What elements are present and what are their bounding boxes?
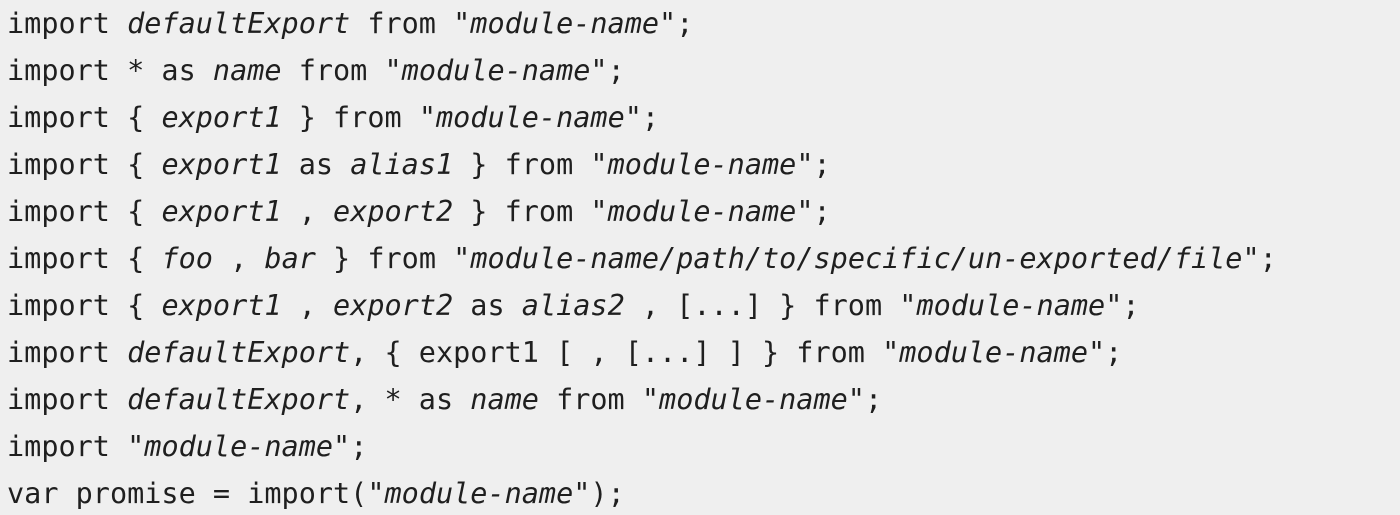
code-line-3: import { export1 } from "module-name"; bbox=[7, 94, 1400, 141]
code-token: "; bbox=[796, 148, 831, 181]
code-line-4: import { export1 as alias1 } from "modul… bbox=[7, 141, 1400, 188]
code-token: export2 bbox=[333, 289, 454, 322]
code-token: defaultExport bbox=[127, 7, 351, 40]
code-token: module-name bbox=[470, 7, 660, 40]
code-token: module-name bbox=[384, 477, 574, 510]
code-token: "; bbox=[333, 430, 368, 463]
code-token: "; bbox=[1242, 242, 1277, 275]
code-token: import { bbox=[7, 242, 162, 275]
code-line-11: var promise = import("module-name"); bbox=[7, 470, 1400, 515]
code-token: import { bbox=[7, 195, 162, 228]
code-line-7: import { export1 , export2 as alias2 , [… bbox=[7, 282, 1400, 329]
code-line-9: import defaultExport, * as name from "mo… bbox=[7, 376, 1400, 423]
code-token: import { bbox=[7, 289, 162, 322]
code-token: } from " bbox=[315, 242, 471, 275]
code-token: import { bbox=[7, 148, 162, 181]
code-token: from " bbox=[538, 383, 660, 416]
code-token: var promise = import(" bbox=[7, 477, 385, 510]
code-token: as bbox=[453, 289, 522, 322]
code-token: "; bbox=[624, 101, 660, 134]
code-token: bar bbox=[264, 242, 316, 275]
code-token: "; bbox=[590, 54, 625, 87]
code-token: export1 bbox=[161, 195, 282, 228]
code-line-2: import * as name from "module-name"; bbox=[7, 47, 1400, 94]
code-token: module-name bbox=[435, 101, 625, 134]
code-token: name bbox=[470, 383, 539, 416]
code-token: module-name bbox=[607, 195, 797, 228]
code-line-6: import { foo , bar } from "module-name/p… bbox=[7, 235, 1400, 282]
code-token: import { bbox=[7, 101, 162, 134]
code-token: "; bbox=[796, 195, 831, 228]
code-token: defaultExport bbox=[127, 336, 351, 369]
code-token: from " bbox=[281, 54, 402, 87]
code-token: "; bbox=[847, 383, 883, 416]
code-token: "; bbox=[1088, 336, 1123, 369]
code-token: "); bbox=[573, 477, 625, 510]
code-token: } from " bbox=[453, 195, 608, 228]
code-token: import bbox=[7, 7, 128, 40]
code-line-1: import defaultExport from "module-name"; bbox=[7, 0, 1400, 47]
code-token: import * as bbox=[7, 54, 213, 87]
code-line-10: import "module-name"; bbox=[7, 423, 1400, 470]
code-line-8: import defaultExport, { export1 [ , [...… bbox=[7, 329, 1400, 376]
code-token: module-name bbox=[401, 54, 591, 87]
code-token: , { export1 [ , [...] ] } from " bbox=[350, 336, 900, 369]
code-token: , bbox=[281, 195, 334, 228]
code-token: as bbox=[281, 148, 351, 181]
code-token: module-name bbox=[916, 289, 1106, 322]
code-token: } from " bbox=[281, 101, 436, 134]
code-token: defaultExport bbox=[127, 383, 351, 416]
code-token: "; bbox=[1105, 289, 1140, 322]
code-token: export1 bbox=[161, 148, 282, 181]
code-token: foo bbox=[161, 242, 213, 275]
code-token: module-name/path/to/specific/un-exported… bbox=[470, 242, 1243, 275]
code-token: "; bbox=[659, 7, 694, 40]
code-token: import bbox=[7, 336, 128, 369]
code-token: alias1 bbox=[350, 148, 454, 181]
code-token: module-name bbox=[607, 148, 797, 181]
code-token: module-name bbox=[899, 336, 1088, 369]
code-token: export1 bbox=[161, 101, 282, 134]
code-token: import bbox=[7, 383, 128, 416]
code-token: module-name bbox=[144, 430, 334, 463]
code-token: name bbox=[212, 54, 282, 87]
code-token: } from " bbox=[453, 148, 608, 181]
code-token: module-name bbox=[659, 383, 848, 416]
code-token: , bbox=[212, 242, 265, 275]
code-line-5: import { export1 , export2 } from "modul… bbox=[7, 188, 1400, 235]
code-token: from " bbox=[350, 7, 471, 40]
code-token: alias2 bbox=[521, 289, 625, 322]
code-token: export1 bbox=[161, 289, 282, 322]
code-token: export2 bbox=[333, 195, 454, 228]
code-token: import " bbox=[7, 430, 145, 463]
code-token: , * as bbox=[350, 383, 471, 416]
code-token: , [...] } from " bbox=[624, 289, 917, 322]
code-token: , bbox=[281, 289, 334, 322]
